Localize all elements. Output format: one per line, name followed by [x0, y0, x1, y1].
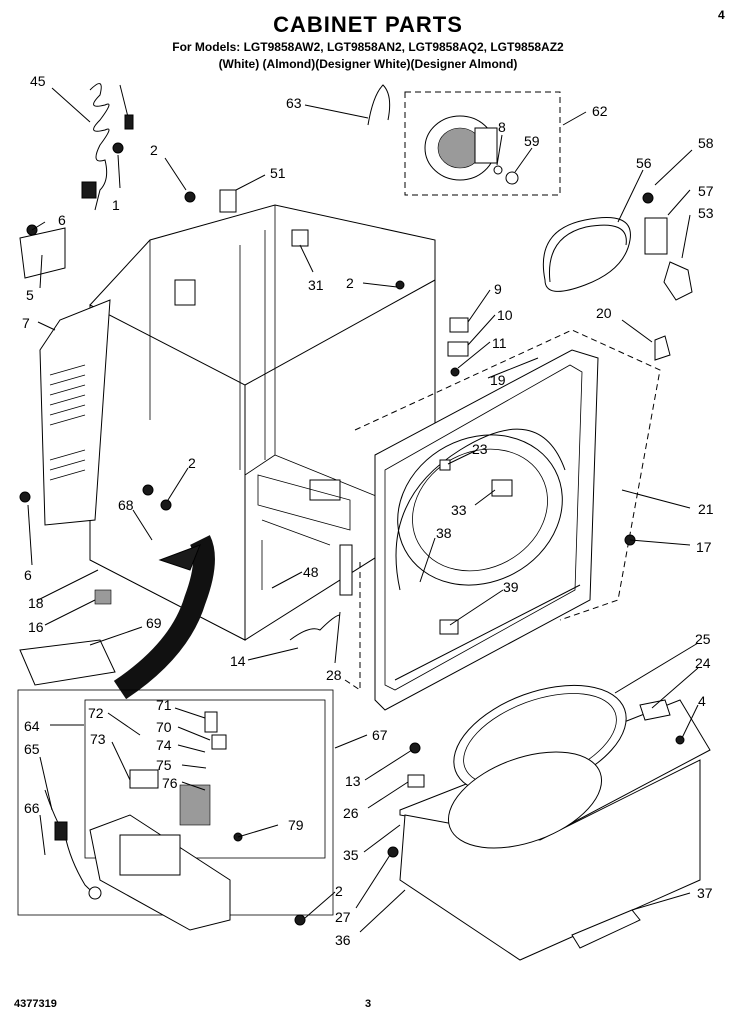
callout-label: 5	[26, 287, 34, 303]
callout-label: 59	[524, 133, 540, 149]
callout-label: 17	[696, 539, 712, 555]
document-number: 4377319	[14, 998, 57, 1010]
callout-label: 11	[492, 335, 507, 351]
callout-label: 33	[451, 502, 467, 518]
front-panel	[344, 329, 661, 711]
callout-label: 58	[698, 135, 714, 151]
callout-label: 31	[308, 277, 324, 293]
models-line: For Models: LGT9858AW2, LGT9858AN2, LGT9…	[172, 40, 564, 54]
callout-label: 70	[156, 719, 172, 735]
callout-label: 65	[24, 741, 40, 757]
leader-lines	[27, 87, 699, 933]
callout-label: 18	[28, 595, 44, 611]
callout-label: 2	[335, 883, 343, 899]
callout-label: 2	[346, 275, 354, 291]
callout-label: 10	[497, 307, 513, 323]
callout-label: 56	[636, 155, 652, 171]
callout-label: 16	[28, 619, 44, 635]
callout-label: 2	[150, 142, 158, 158]
callout-label: 6	[58, 212, 66, 228]
callout-label: 6	[24, 567, 32, 583]
callout-label: 74	[156, 737, 172, 753]
callout-label: 45	[30, 73, 46, 89]
page-title: CABINET PARTS	[273, 12, 463, 37]
callout-label: 24	[695, 655, 711, 671]
callout-label: 27	[335, 909, 351, 925]
callout-label: 7	[22, 315, 30, 331]
belt-parts	[542, 192, 693, 361]
motor-inset	[367, 84, 561, 196]
callout-label: 28	[326, 667, 342, 683]
callout-label: 76	[162, 775, 178, 791]
callout-label: 36	[335, 932, 351, 948]
colors-line: (White) (Almond)(Designer White)(Designe…	[218, 57, 518, 71]
callout-label: 57	[698, 183, 714, 199]
callout-label: 38	[436, 525, 452, 541]
callout-label: 26	[343, 805, 359, 821]
callout-label: 73	[90, 731, 106, 747]
callout-label: 71	[156, 697, 172, 713]
power-cord	[81, 83, 134, 211]
callout-label: 79	[288, 817, 304, 833]
callout-label: 9	[494, 281, 502, 297]
callout-label: 8	[498, 119, 506, 135]
callout-label: 53	[698, 205, 714, 221]
callout-label: 69	[146, 615, 162, 631]
callout-label: 62	[592, 103, 608, 119]
callout-label: 63	[286, 95, 302, 111]
corner-mark: 4	[718, 8, 725, 22]
callout-label: 25	[695, 631, 711, 647]
callout-label: 21	[698, 501, 714, 517]
callout-label: 66	[24, 800, 40, 816]
rear-panel	[19, 227, 111, 526]
callout-label: 13	[345, 773, 361, 789]
page-number: 3	[365, 998, 372, 1010]
callout-label: 1	[112, 197, 120, 213]
callout-label: 23	[472, 441, 488, 457]
callout-label: 51	[270, 165, 286, 181]
fasteners	[19, 142, 685, 926]
callout-label: 37	[697, 885, 713, 901]
callout-labels: 45 1 2 51 63 8 59 62 58 56 57 53 6 5 31 …	[22, 73, 714, 948]
callout-label: 67	[372, 727, 388, 743]
cabinet	[89, 204, 436, 641]
callout-label: 20	[596, 305, 612, 321]
callout-label: 75	[156, 757, 172, 773]
callout-label: 39	[503, 579, 519, 595]
callout-label: 48	[303, 564, 319, 580]
gas-valve-inset	[17, 689, 334, 931]
callout-label: 14	[230, 653, 246, 669]
callout-label: 72	[88, 705, 104, 721]
callout-label: 4	[698, 693, 706, 709]
callout-label: 64	[24, 718, 40, 734]
callout-label: 68	[118, 497, 134, 513]
exhaust-duct	[113, 535, 215, 700]
callout-label: 35	[343, 847, 359, 863]
base-and-toe	[399, 684, 711, 961]
callout-label: 19	[490, 372, 506, 388]
callout-label: 2	[188, 455, 196, 471]
